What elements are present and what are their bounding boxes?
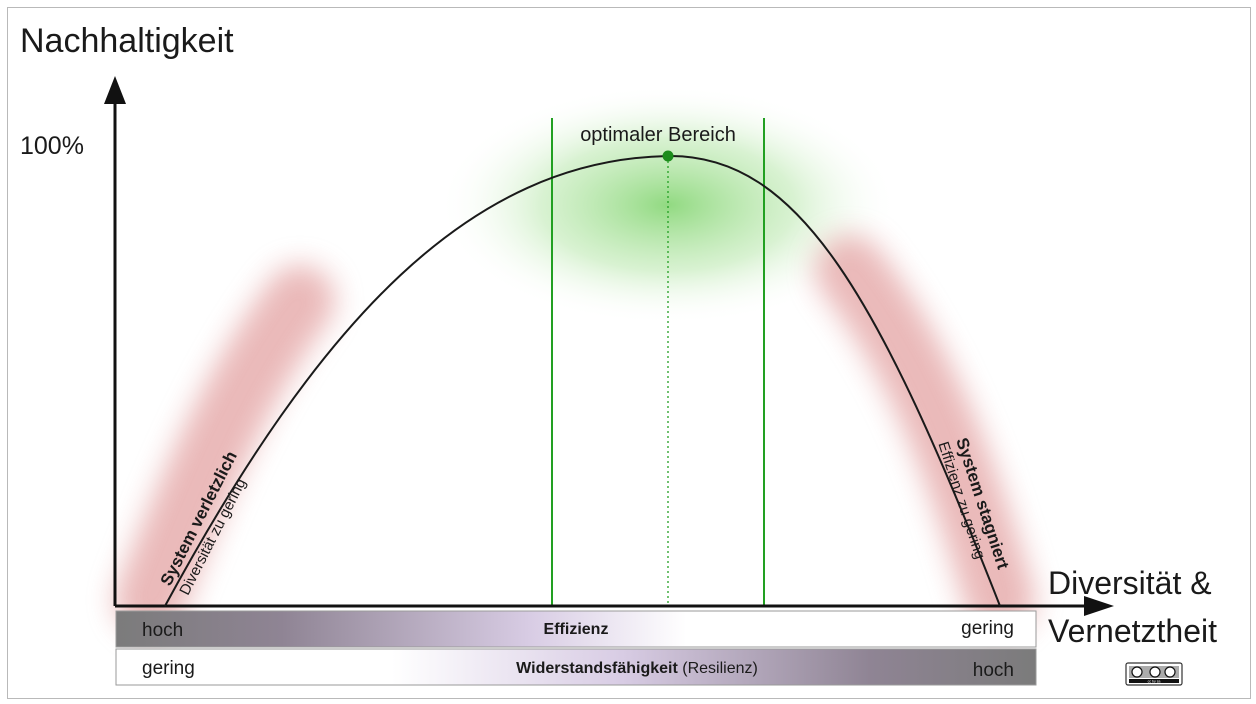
efficiency-right-value: gering bbox=[961, 618, 1014, 639]
optimum-point bbox=[662, 150, 674, 162]
cc-license-badge[interactable]: cc by sa bbox=[1125, 662, 1183, 686]
resilience-bar: gering Widerstandsfähigkeit (Resilienz) … bbox=[115, 648, 1037, 686]
y-axis-tick-100: 100% bbox=[20, 132, 84, 160]
license-text: cc by sa bbox=[1148, 680, 1161, 684]
x-axis-arrow-icon bbox=[1084, 596, 1114, 616]
resilience-title-bold: Widerstandsfähigkeit bbox=[516, 660, 678, 677]
sa-icon bbox=[1164, 666, 1176, 678]
y-axis-label: Nachhaltigkeit bbox=[20, 22, 234, 60]
x-axis-label-line2: Vernetztheit bbox=[1048, 613, 1217, 649]
x-axis-label-line1: Diversität & bbox=[1048, 565, 1212, 601]
right-danger-glow bbox=[815, 235, 1035, 635]
y-axis-arrow-icon bbox=[104, 76, 126, 104]
resilience-title-normal: (Resilienz) bbox=[678, 660, 758, 677]
efficiency-left-value: hoch bbox=[142, 620, 183, 641]
efficiency-title: Effizienz bbox=[544, 621, 609, 638]
by-icon bbox=[1149, 666, 1161, 678]
resilience-left-value: gering bbox=[142, 658, 195, 679]
efficiency-bar: hoch Effizienz gering bbox=[115, 610, 1037, 648]
cc-icon bbox=[1131, 666, 1143, 678]
left-danger-glow bbox=[115, 265, 335, 635]
resilience-right-value: hoch bbox=[973, 660, 1014, 681]
resilience-title: Widerstandsfähigkeit (Resilienz) bbox=[516, 660, 758, 677]
optimal-zone-label: optimaler Bereich bbox=[580, 124, 736, 146]
